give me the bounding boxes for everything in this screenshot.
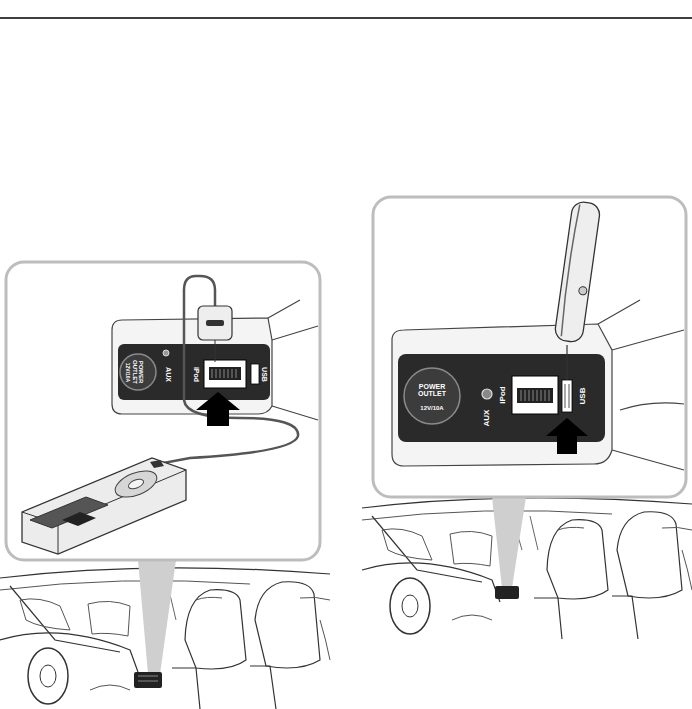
port-label: USB bbox=[579, 388, 587, 405]
ipod-player bbox=[30, 497, 108, 528]
usb-stick bbox=[554, 201, 601, 344]
ipod-cable bbox=[215, 340, 216, 362]
usb-stick bbox=[554, 201, 601, 344]
ipod-player bbox=[22, 458, 186, 554]
console-block bbox=[138, 676, 158, 681]
top-rule bbox=[0, 17, 692, 19]
detail-panel bbox=[204, 360, 246, 388]
cabin-sketch bbox=[362, 498, 692, 639]
ipod-cable bbox=[158, 276, 298, 464]
detail-panel bbox=[212, 369, 236, 378]
insert-arrow bbox=[196, 392, 240, 426]
detail-panel bbox=[118, 344, 270, 400]
detail-panel bbox=[562, 380, 572, 412]
outlet-label: POWER OUTLET bbox=[413, 383, 451, 397]
detail-panel bbox=[163, 350, 169, 356]
detail-panel bbox=[392, 324, 612, 466]
zoom-beam bbox=[492, 497, 526, 588]
usb-plug bbox=[566, 345, 567, 380]
port-label: iPod bbox=[499, 386, 507, 403]
rating-label: 12V/10A bbox=[126, 362, 131, 381]
ipod-player bbox=[111, 466, 160, 503]
insert-arrow bbox=[546, 418, 588, 454]
detail-panel bbox=[120, 354, 156, 390]
ipod-cable bbox=[198, 306, 232, 340]
ipod-player bbox=[22, 470, 186, 554]
detail-panel bbox=[598, 300, 684, 470]
ipod-cable bbox=[158, 276, 298, 464]
detail-panel bbox=[209, 367, 241, 380]
detail-panel bbox=[6, 262, 320, 560]
ipod-player bbox=[150, 460, 164, 468]
port-label: USB bbox=[261, 367, 268, 382]
detail-panel bbox=[482, 389, 492, 399]
ipod-player bbox=[22, 458, 186, 554]
detail-panel bbox=[251, 364, 259, 384]
ipod-player bbox=[62, 512, 96, 526]
rating-label: 12V/10A bbox=[420, 405, 443, 411]
usb-stick bbox=[578, 286, 587, 295]
port-label: iPod bbox=[193, 366, 200, 381]
ipod-player bbox=[127, 477, 145, 490]
detail-panel bbox=[373, 197, 686, 497]
detail-panel bbox=[112, 318, 272, 414]
detail-panel bbox=[6, 262, 320, 560]
detail-panel bbox=[521, 390, 549, 401]
port-label: AUX bbox=[483, 410, 491, 427]
detail-panel bbox=[404, 368, 460, 424]
port-label: AUX bbox=[165, 367, 172, 382]
usb-stick bbox=[559, 204, 579, 336]
console-block bbox=[134, 672, 162, 688]
outlet-label: POWER OUTLET bbox=[132, 357, 144, 387]
detail-panel bbox=[268, 300, 318, 420]
ipod-cable bbox=[206, 320, 224, 326]
detail-panel bbox=[565, 384, 569, 408]
console-block bbox=[495, 586, 519, 599]
detail-panel bbox=[517, 388, 553, 403]
zoom-beam bbox=[138, 560, 176, 674]
detail-panel bbox=[512, 376, 558, 414]
cabin-sketch bbox=[362, 498, 692, 639]
detail-panel bbox=[373, 197, 686, 497]
